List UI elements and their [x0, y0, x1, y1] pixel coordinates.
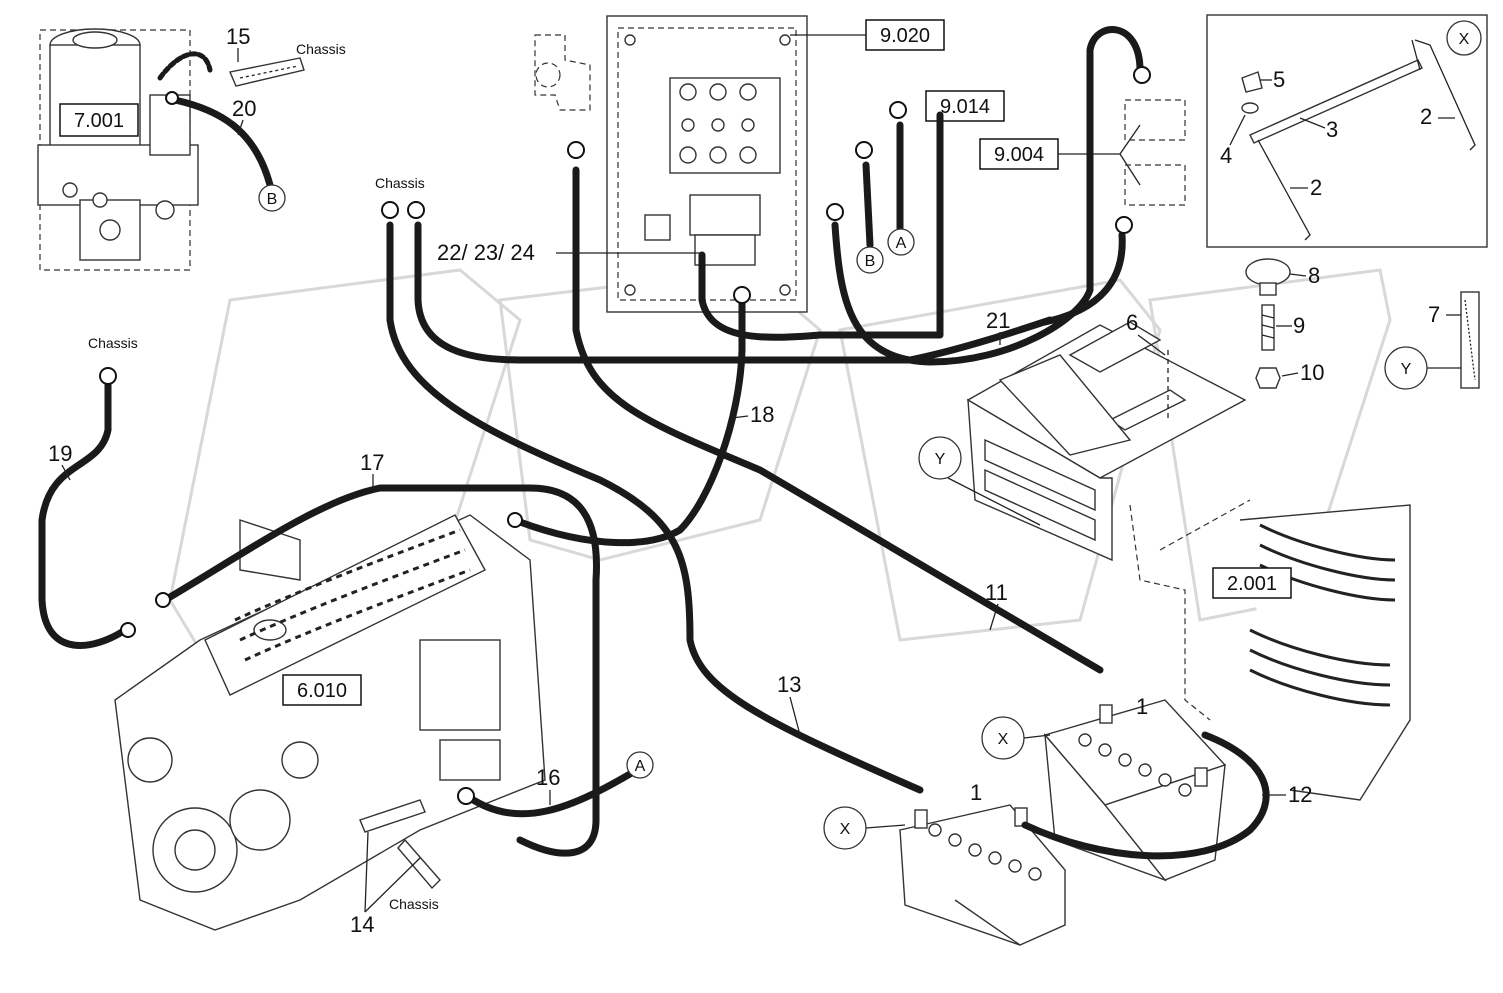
part-2-label-upper: 2	[1420, 104, 1432, 129]
svg-text:X: X	[998, 731, 1009, 748]
part-20-label: 20	[232, 96, 256, 121]
nut-10	[1255, 367, 1281, 389]
chassis-label-2: Chassis	[88, 335, 138, 351]
chassis-label-1: Chassis	[296, 41, 346, 57]
cable-17	[161, 484, 600, 857]
cable-21-b	[831, 26, 1144, 366]
ref-9004-label: 9.004	[994, 144, 1044, 166]
part-10-label: 10	[1300, 360, 1324, 385]
part-11-label: 11	[985, 580, 1008, 605]
ref-9020-box[interactable]: 9.020	[865, 19, 945, 51]
part-18-label: 18	[750, 402, 774, 427]
starter-wire	[157, 51, 213, 81]
cable-20	[171, 96, 274, 189]
watermark-text: OREX	[380, 922, 409, 933]
part-16-label: 16	[536, 765, 560, 790]
part-6-label: 6	[1126, 310, 1138, 335]
relay-bracket-upper	[1124, 99, 1186, 141]
part-22-23-24-label: 22/ 23/ 24	[437, 240, 535, 265]
relay-panel	[606, 15, 808, 313]
ref-6010-label: 6.010	[297, 680, 347, 702]
svg-text:Y: Y	[1401, 361, 1412, 378]
starter-assembly	[37, 28, 199, 271]
threaded-stud-9	[1261, 304, 1275, 351]
part-5-label: 5	[1273, 67, 1285, 92]
ref-9020-label: 9.020	[880, 25, 930, 47]
part-14-label: 14	[350, 912, 374, 937]
part-15-label: 15	[226, 24, 250, 49]
chassis-label-3: Chassis	[375, 175, 425, 191]
ref-2001-box[interactable]: 2.001	[1212, 567, 1292, 599]
part-1-label-rear: 1	[1136, 694, 1148, 719]
engine-block	[114, 514, 546, 931]
part-3-label: 3	[1326, 117, 1338, 142]
cable-21-a	[698, 111, 944, 341]
part-17-label: 17	[360, 450, 384, 475]
ref-6010-box[interactable]: 6.010	[282, 674, 362, 706]
part-1-label-front: 1	[970, 780, 982, 805]
cable-19	[38, 381, 129, 649]
cable-22-23-24	[414, 221, 1054, 364]
mounting-bracket-dashed	[534, 34, 591, 111]
svg-text:B: B	[865, 253, 876, 270]
inset-frame	[1206, 14, 1488, 248]
callout-B-2[interactable]: B	[856, 246, 884, 274]
part-9-label: 9	[1293, 313, 1305, 338]
callout-X-2[interactable]: X	[981, 716, 1025, 760]
part-4-label: 4	[1220, 143, 1232, 168]
hold-down-parts	[1241, 39, 1476, 241]
valve-cover-fins	[234, 528, 471, 662]
cable-21-c	[1041, 231, 1126, 326]
svg-text:X: X	[840, 821, 851, 838]
ref-9004-box[interactable]: 9.004	[979, 138, 1059, 170]
battery-cover-6	[966, 321, 1247, 562]
part-7-label: 7	[1428, 302, 1440, 327]
svg-text:X: X	[1459, 31, 1470, 48]
part-2-label-lower: 2	[1310, 175, 1322, 200]
chassis-label-4: Chassis	[389, 896, 439, 912]
part-19-label: 19	[48, 441, 72, 466]
cable-11	[572, 166, 1104, 674]
strip-7	[1460, 291, 1480, 389]
svg-text:Y: Y	[935, 451, 946, 468]
svg-text:A: A	[635, 758, 646, 775]
part-21-label: 21	[986, 308, 1010, 333]
callout-Y-1[interactable]: Y	[1384, 346, 1428, 390]
cable-12	[1021, 731, 1270, 860]
ref-7001-box[interactable]: 7.001	[59, 103, 139, 137]
part-12-label: 12	[1288, 782, 1312, 807]
cable-16	[466, 764, 644, 818]
cable-18	[516, 296, 746, 547]
svg-text:A: A	[896, 235, 907, 252]
callout-X-1[interactable]: X	[1446, 20, 1482, 56]
knob-8	[1245, 258, 1291, 296]
ground-strap-15	[229, 57, 305, 87]
ref-9014-label: 9.014	[940, 96, 990, 118]
ground-straps-14	[359, 799, 441, 890]
callout-A-2[interactable]: A	[626, 751, 654, 779]
ref-2001-label: 2.001	[1227, 573, 1277, 595]
fuse-terminals	[679, 83, 757, 164]
part-13-label: 13	[777, 672, 801, 697]
battery-1-front	[898, 804, 1067, 946]
callout-B-1[interactable]: B	[258, 184, 286, 212]
cable-13	[386, 221, 924, 794]
lead-to-B	[862, 161, 874, 249]
part-8-label: 8	[1308, 263, 1320, 288]
callout-A-1[interactable]: A	[887, 228, 915, 256]
svg-text:B: B	[267, 191, 278, 208]
relay-bracket-lower	[1124, 164, 1186, 206]
callout-Y-2[interactable]: Y	[918, 436, 962, 480]
callout-X-3[interactable]: X	[823, 806, 867, 850]
ref-7001-label: 7.001	[74, 110, 124, 132]
